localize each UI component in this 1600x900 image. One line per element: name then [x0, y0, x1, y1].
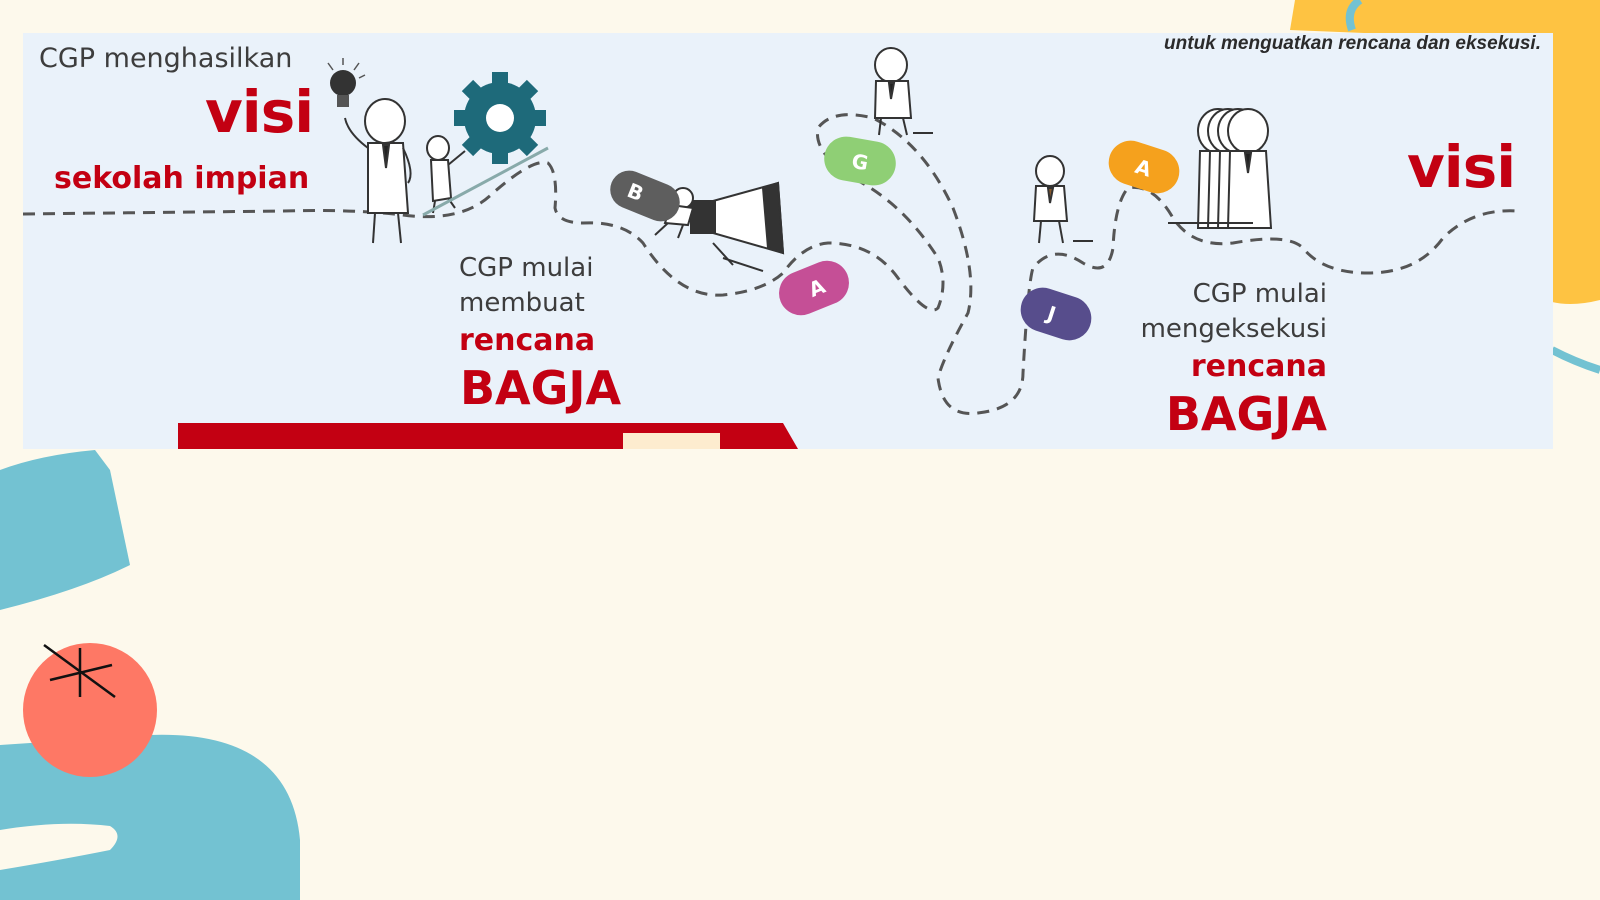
pill-b-shape	[610, 170, 680, 222]
asterisk-icon	[43, 643, 116, 699]
megaphone-icon	[690, 181, 785, 272]
red-bar-inset	[623, 433, 720, 449]
roadmap-illustration	[23, 47, 1519, 449]
person-figure-thinker	[344, 98, 412, 244]
pill-a-pink: A	[779, 260, 849, 316]
person-figure-standing-top	[873, 47, 913, 136]
stage3-line1: CGP mulai	[1192, 279, 1327, 309]
gear-icon	[454, 72, 546, 164]
pill-g-shape	[824, 136, 896, 186]
pill-j-shape	[1020, 287, 1092, 341]
person-figure-middle	[1032, 155, 1069, 244]
teal-blob-left	[0, 450, 130, 610]
stage2-big: BAGJA	[460, 361, 622, 415]
stage1-line1: CGP menghasilkan	[39, 43, 293, 74]
teal-blob-bottom	[0, 734, 300, 900]
stage3-line2: mengeksekusi	[1140, 314, 1327, 344]
pill-b: B	[610, 170, 680, 222]
end-visi-label: visi	[1407, 133, 1516, 201]
stage1-line3: sekolah impian	[54, 161, 310, 196]
pill-a-pink-shape	[779, 260, 849, 316]
stage2-line2: membuat	[459, 288, 585, 318]
pill-g-letter: G	[850, 149, 870, 175]
lightbulb-icon	[327, 58, 366, 107]
tagline-text: untuk menguatkan rencana dan eksekusi.	[1164, 33, 1541, 54]
stage2-line1: CGP mulai	[459, 253, 594, 283]
stage3-line3: rencana	[1190, 349, 1327, 384]
stage1-big: visi	[205, 78, 314, 146]
coral-circle	[23, 643, 157, 777]
pill-j: J	[1020, 287, 1092, 341]
stage2-line3: rencana	[459, 323, 596, 358]
bagja-roadmap-banner: B A G J A untuk menguatkan rencana dan e…	[23, 33, 1553, 449]
pill-layer: B A G J A	[610, 136, 1180, 341]
pill-a-orange: A	[1108, 140, 1180, 194]
stage3-big: BAGJA	[1165, 387, 1327, 441]
ramp	[422, 146, 549, 217]
pill-a-orange-shape	[1108, 140, 1180, 194]
dashed-path	[23, 113, 1519, 416]
pill-g: G	[824, 136, 896, 186]
teal-line-right	[1550, 346, 1600, 374]
people-group	[1196, 108, 1273, 229]
teal-arc-top	[1345, 0, 1363, 32]
